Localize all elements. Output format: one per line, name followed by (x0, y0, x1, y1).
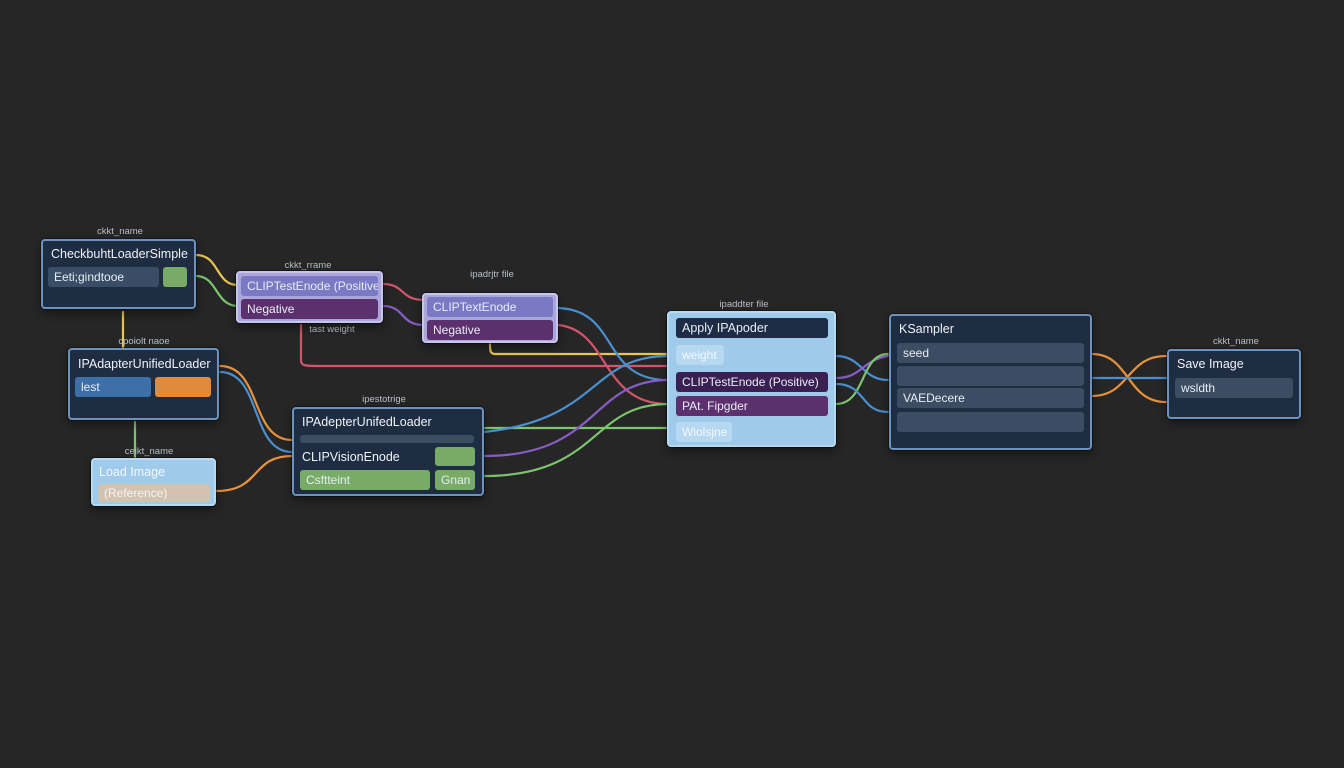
wire-blue-1 (556, 306, 670, 382)
wire-yellow-2 (488, 342, 670, 356)
vae-decode-field[interactable]: VAEDecere (897, 388, 1084, 408)
node-title: Save Image (1177, 357, 1244, 371)
preset-field[interactable]: lest (75, 377, 151, 397)
wire-blue-3 (218, 370, 294, 454)
clip-positive-input[interactable]: CLIPTestEnode (Positive) (676, 372, 828, 392)
node-title: Load Image (99, 465, 166, 479)
wire-red-2 (299, 323, 670, 368)
weight-type-field[interactable]: Wiolsjne (676, 422, 732, 442)
seed-field[interactable]: seed (897, 343, 1084, 363)
node-load-image[interactable]: Load Image (Reference) (91, 458, 216, 506)
caption-ckpt-rrame: ckkt_rrame (284, 260, 332, 271)
wire-green-3 (482, 402, 670, 478)
steps-field[interactable] (897, 366, 1084, 386)
node-title: IPAdepterUnifedLoader (302, 415, 432, 429)
wire-green-1 (194, 274, 240, 308)
node-title: IPAdapterUnifiedLoader (78, 357, 211, 371)
content-field[interactable]: Csftteint (300, 470, 430, 490)
caption-ipestotrige: ipestotrige (362, 394, 406, 405)
attn-field[interactable]: PAt. Fipgder (676, 396, 828, 416)
gain-field[interactable]: Gnan (435, 470, 475, 490)
progress-strip (300, 435, 474, 443)
node-save-image[interactable]: Save Image wsldth (1167, 349, 1301, 419)
wire-blue-5 (834, 382, 890, 414)
caption-preset-name: cpoiolt naoe (118, 336, 170, 347)
node-ipadapter-unified-loader-left[interactable]: IPAdapterUnifiedLoader lest (68, 348, 219, 420)
clip-vision-slot[interactable] (435, 447, 475, 466)
node-ksampler[interactable]: KSampler seed VAEDecere (889, 314, 1092, 450)
ckpt-name-field[interactable]: Eeti;gindtooe (48, 267, 159, 287)
wire-orange-1 (218, 364, 294, 442)
caption-ckpt-name: ckkt_name (97, 226, 143, 237)
caption-ceikt-name: ceikt_name (124, 446, 174, 457)
wire-orange-2 (214, 454, 294, 493)
wire-blue-2 (482, 354, 670, 434)
node-title: CheckbuhtLoaderSimple (51, 247, 188, 261)
wire-red-3 (556, 323, 670, 406)
node-checkpoint-loader[interactable]: CheckbuhtLoaderSimple Eeti;gindtooe (41, 239, 196, 309)
wire-orange-4 (1090, 354, 1168, 398)
caption-ipadapter-file-1: ipadrjtr file (470, 269, 514, 280)
node-title: KSampler (899, 322, 954, 336)
image-reference-field[interactable]: (Reference) (98, 484, 210, 502)
caption-ckpt-name-2: ckkt_name (1213, 336, 1259, 347)
wire-purple-2 (482, 378, 670, 458)
node-title-bar: Apply IPApoder (676, 318, 828, 338)
node-title-bar: CLIPTextEnode (427, 297, 553, 317)
denoise-field[interactable] (897, 412, 1084, 432)
node-ipadapter-unified-loader-center[interactable]: IPAdepterUnifedLoader CLIPVisionEnode Cs… (292, 407, 484, 496)
node-clip-text-encode-positive[interactable]: CLIPTestEnode (Positive Negative (236, 271, 383, 323)
wire-purple-1 (381, 304, 426, 327)
wire-yellow-1 (194, 253, 240, 287)
filename-field[interactable]: wsldth (1175, 378, 1293, 398)
caption-test-weight: tast weight (309, 324, 355, 335)
wire-green-5 (834, 352, 890, 406)
model-output-slot[interactable] (155, 377, 211, 397)
node-clip-text-encode[interactable]: CLIPTextEnode Negative (422, 293, 558, 343)
wire-purple-3 (834, 354, 890, 380)
ckpt-output-slot[interactable] (163, 267, 187, 287)
caption-ipadapter-file-2: ipaddter file (719, 299, 769, 310)
node-title-bar: CLIPTestEnode (Positive (241, 276, 378, 296)
clip-vision-encode-label: CLIPVisionEnode (302, 450, 400, 464)
negative-field[interactable]: Negative (427, 320, 553, 340)
weight-field[interactable]: weight (676, 345, 724, 365)
wire-red-1 (381, 282, 426, 302)
negative-field[interactable]: Negative (241, 299, 378, 319)
node-apply-ipadapter[interactable]: Apply IPApoder weight CLIPTestEnode (Pos… (667, 311, 836, 447)
